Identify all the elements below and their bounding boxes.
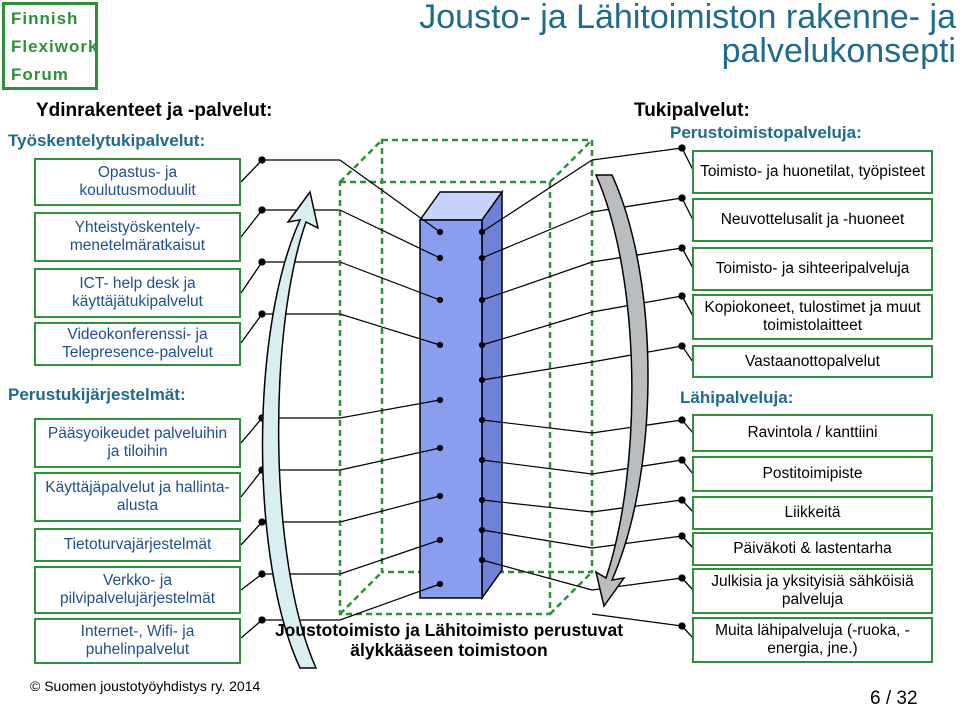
local-header: Lähipalveluja: — [680, 388, 794, 407]
work-support-header: Työskentelytukipalvelut: — [8, 131, 206, 150]
right-box-1: Toimisto- ja huonetilat, työpisteet — [692, 150, 933, 194]
logo: Finnish Flexiwork Forum — [2, 2, 98, 90]
logo-line-1: Finnish — [11, 9, 79, 28]
cube-wireframe — [338, 138, 594, 616]
title-line-1: Jousto- ja Lähitoimiston rakenne- ja — [419, 0, 956, 36]
inner-connectors — [339, 159, 593, 621]
right-header: Tukipalvelut: — [634, 100, 750, 121]
right-box-3: Toimisto- ja sihteeripalveluja — [692, 247, 933, 291]
left-box-7: Tietoturvajärjestelmät — [34, 528, 241, 562]
left-curved-arrow — [261, 190, 320, 669]
copyright: © Suomen joustotyöyhdistys ry. 2014 — [30, 678, 261, 694]
right-box-4: Kopiokoneet, tulostimet ja muut toimisto… — [692, 294, 933, 340]
title-line-2: palvelukonsepti — [721, 32, 956, 70]
left-box-2: Yhteistyöskentely-menetelmäratkaisut — [34, 212, 241, 262]
logo-line-2: Flexiwork — [11, 37, 99, 56]
right-box-10: Julkisia ja yksityisiä sähköisiä palvelu… — [692, 568, 933, 614]
infra-header: Perustukijärjestelmät: — [8, 385, 186, 404]
left-connectors — [240, 156, 340, 639]
right-connectors — [591, 144, 694, 639]
left-box-6: Käyttäjäpalvelut ja hallinta-alusta — [34, 472, 241, 522]
page-number: 6 / 32 — [870, 688, 918, 709]
left-header: Ydinrakenteet ja -palvelut: — [36, 100, 273, 121]
left-box-9: Internet-, Wifi- ja puhelinpalvelut — [34, 618, 241, 664]
right-box-6: Ravintola / kanttiini — [692, 414, 933, 452]
center-caption: Joustotoimisto ja Lähitoimisto perustuva… — [274, 620, 624, 660]
right-box-5: Vastaanottopalvelut — [692, 345, 933, 378]
right-box-9: Päiväkoti & lastentarha — [692, 532, 933, 566]
office-header: Perustoimistopalveluja: — [670, 123, 862, 142]
right-box-7: Postitoimipiste — [692, 456, 933, 492]
right-box-11: Muita lähipalveluja (-ruoka, -energia, j… — [692, 617, 933, 663]
left-box-4: Videokonferenssi- ja Telepresence-palvel… — [34, 322, 241, 366]
right-box-8: Liikkeitä — [692, 496, 933, 530]
logo-line-3: Forum — [11, 65, 69, 84]
left-box-5: Pääsyoikeudet palveluihin ja tiloihin — [34, 418, 241, 468]
left-box-1: Opastus- ja koulutusmoduulit — [34, 158, 241, 206]
right-curved-arrow — [594, 174, 649, 608]
left-box-3: ICT- help desk ja käyttäjätukipalvelut — [34, 268, 241, 318]
central-pillar — [418, 189, 504, 601]
right-box-2: Neuvottelusalit ja -huoneet — [692, 198, 933, 242]
page-title: Jousto- ja Lähitoimiston rakenne- ja pal… — [330, 0, 956, 68]
left-box-8: Verkko- ja pilvipalvelujärjestelmät — [34, 566, 241, 614]
